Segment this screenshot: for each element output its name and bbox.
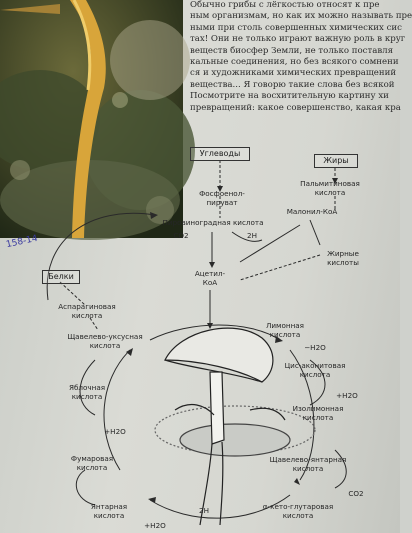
text-line: тах! Они не только играют важную роль в … [190,34,406,45]
text-line: Посмотрите на восхитительную картину хи [190,91,389,102]
label-cis-aconitic-acid: Цис-аконитовая кислота [284,361,346,379]
label-minus-water: −H2O [304,343,326,352]
label-isocitric-acid: Изолимонная кислота [292,404,344,422]
label-co2-top: CO2 [173,231,189,240]
label-alpha-ketoglutaric-acid: α-кето-глутаровая кислота [262,502,334,520]
label-plus-water-left: +H2O [104,427,126,436]
text-line: вещества... Я говорю такие слова без вся… [190,79,395,90]
label-2h-top: 2H [247,231,257,240]
text-line: кальные соединения, но без всякого сомне… [190,57,399,68]
label-plus-water-right: +H2O [336,391,358,400]
krebs-cycle-diagram [46,160,347,526]
label-pyruvic-acid: Пировиноградная кислота [162,218,264,227]
body-text: Обычно грибы с лёгкостью относят к пре н… [190,0,412,114]
box-proteins: Белки [42,270,80,284]
label-2h-bottom: 2H [199,506,209,515]
label-aspartic-acid: Аспарагиновая кислота [58,302,116,320]
label-oxaloacetic-acid: Щавелево-уксусная кислота [67,332,143,350]
text-line: ным организмам, но как их можно называть… [190,11,412,22]
label-plus-water-bottom: +H2O [144,521,166,530]
text-line: веществ биосфер Земли, не только поставл… [190,45,394,56]
label-acetyl-coa: Ацетил- КоА [194,269,226,287]
box-carbohydrates: Углеводы [190,147,250,161]
label-citric-acid: Лимонная кислота [265,321,305,339]
label-phosphoenolpyruvate: Фосфоенол- пируват [199,189,245,207]
label-oxalosuccinic-acid: Щавелево-янтарная кислота [269,455,347,473]
label-malic-acid: Яблочная кислота [68,383,106,401]
label-fatty-acids: Жирные кислоты [327,249,359,267]
box-fats: Жиры [314,154,358,168]
mushroom-photo [0,0,195,240]
text-line: ными при столь совершенных химических си… [190,22,402,33]
label-co2-bottom: CO2 [348,489,364,498]
text-line: превращений: какое совершенство, какая к… [190,102,401,113]
label-malonyl-coa: Малонил-КоА [286,207,338,216]
text-line: ся и художниками химических превращений [190,68,397,79]
label-fumaric-acid: Фумаровая кислота [70,454,114,472]
label-succinic-acid: Янтарная кислота [90,502,128,520]
text-line: Обычно грибы с лёгкостью относят к пре [190,0,380,10]
label-palmitic-acid: Пальмитиновая кислота [300,179,360,197]
